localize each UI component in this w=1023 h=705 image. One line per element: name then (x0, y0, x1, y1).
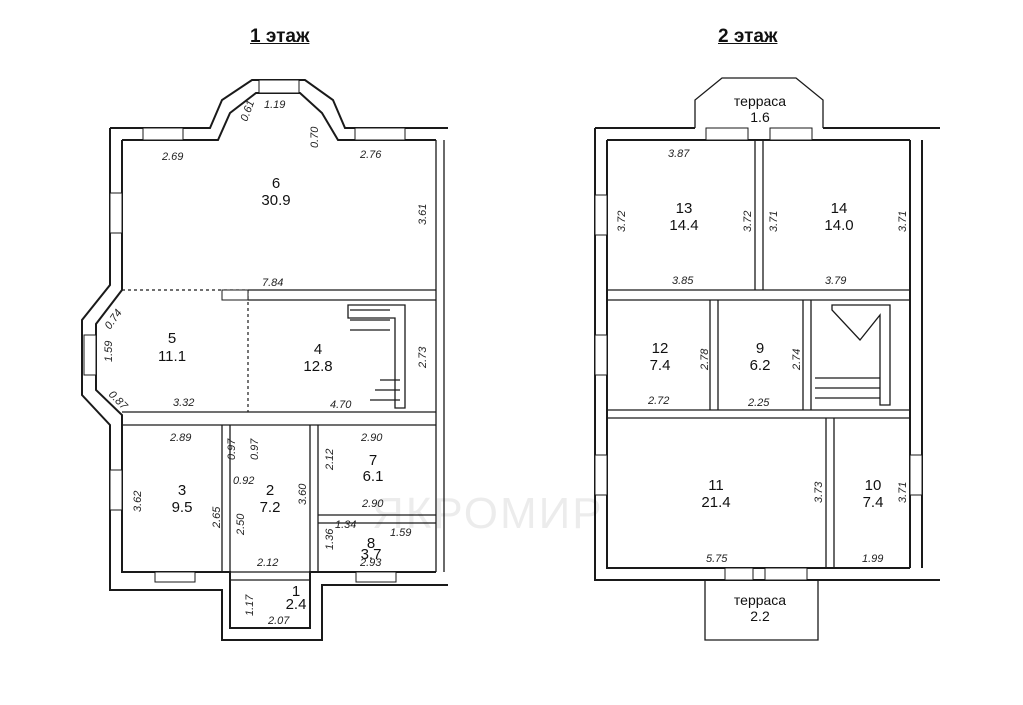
room-1-area: 2.4 (286, 596, 307, 613)
room-12-area: 7.4 (650, 357, 671, 374)
dim-label: 2.90 (360, 432, 383, 444)
room-4-number: 4 (314, 341, 322, 358)
room-12-number: 12 (652, 340, 669, 357)
floor-1-title: 1 этаж (250, 26, 310, 47)
dim-label: 2.89 (169, 432, 191, 444)
dim-label: 0.61 (239, 99, 258, 123)
terrace-top-area: 1.6 (750, 109, 770, 125)
room-8-number: 8 (367, 535, 375, 552)
floor-2-plan: 13 14.4 14 14.0 12 7.4 9 6.2 11 21.4 10 … (594, 77, 940, 641)
room-1-number: 1 (292, 583, 300, 600)
dim-label: 3.71 (768, 211, 780, 232)
dim-label: 2.74 (791, 349, 803, 371)
terrace-bottom-label: терраса (734, 592, 786, 608)
dim-label: 2.12 (256, 557, 278, 569)
room-14-area: 14.0 (824, 217, 853, 234)
dim-label: 2.50 (235, 513, 247, 536)
room-10-number: 10 (865, 477, 882, 494)
dim-label: 3.87 (668, 148, 690, 160)
room-10-area: 7.4 (863, 494, 884, 511)
room-8-area: 3.7 (361, 546, 382, 563)
dim-label: 0.97 (226, 438, 238, 460)
dim-label: 2.12 (324, 449, 336, 471)
room-3-number: 3 (178, 482, 186, 499)
room-9-area: 6.2 (750, 357, 771, 374)
dim-label: 2.25 (747, 397, 770, 409)
dim-label: 3.60 (297, 483, 309, 505)
dim-label: 7.84 (262, 277, 283, 289)
dim-label: 1.36 (324, 528, 336, 550)
room-13-area: 14.4 (669, 217, 698, 234)
dim-label: 0.97 (249, 438, 261, 460)
dim-label: 2.65 (211, 506, 223, 529)
dim-label: 1.99 (862, 553, 883, 565)
dim-label: 3.71 (897, 482, 909, 503)
dim-label: 3.73 (813, 481, 825, 503)
room-9-number: 9 (756, 340, 764, 357)
dim-label: 3.72 (742, 211, 754, 232)
dim-label: 5.75 (706, 553, 728, 565)
floor-2-title: 2 этаж (718, 26, 778, 47)
dim-label: 3.72 (616, 211, 628, 232)
dim-label: 2.76 (359, 149, 382, 161)
dim-label: 1.59 (390, 527, 411, 539)
room-7-area: 6.1 (363, 468, 384, 485)
room-11-area: 21.4 (701, 494, 730, 511)
watermark: ЯКРОМИР (372, 489, 604, 538)
room-7-number: 7 (369, 452, 377, 469)
dim-label: 2.78 (699, 348, 711, 371)
terrace-top-label: терраса (734, 93, 786, 109)
floor-1-plan: 6 30.9 5 11.1 4 12.8 3 9.5 2 7.2 7 6.1 8… (81, 79, 448, 641)
room-6-number: 6 (272, 175, 280, 192)
room-14-number: 14 (831, 200, 848, 217)
dim-label: 4.70 (330, 399, 352, 411)
room-4-area: 12.8 (303, 358, 332, 375)
dim-label: 1.19 (264, 99, 285, 111)
dim-label: 3.71 (897, 211, 909, 232)
dim-label: 2.73 (417, 346, 429, 369)
dim-label: 0.92 (233, 475, 254, 487)
dim-label: 3.61 (417, 204, 429, 225)
dim-label: 3.79 (825, 275, 846, 287)
room-3-area: 9.5 (172, 499, 193, 516)
room-6-area: 30.9 (261, 192, 290, 209)
dim-label: 1.34 (335, 519, 356, 531)
room-5-area: 11.1 (158, 348, 186, 365)
terrace-bottom-area: 2.2 (750, 608, 770, 624)
dim-label: 3.62 (132, 491, 144, 512)
room-5-number: 5 (168, 330, 176, 347)
room-11-number: 11 (708, 477, 724, 494)
dim-label: 3.85 (672, 275, 694, 287)
dim-label: 1.17 (244, 594, 256, 616)
dim-label: 1.59 (103, 341, 115, 362)
room-2-number: 2 (266, 482, 274, 499)
dim-label: 2.69 (161, 151, 183, 163)
dim-label: 0.87 (106, 389, 130, 413)
dim-label: 2.72 (647, 395, 669, 407)
dim-label: 2.07 (267, 615, 290, 627)
dim-label: 2.90 (361, 498, 384, 510)
dim-label: 2.93 (359, 557, 382, 569)
dim-label: 0.70 (309, 126, 321, 148)
room-13-number: 13 (676, 200, 693, 217)
room-2-area: 7.2 (260, 499, 281, 516)
dim-label: 3.32 (173, 397, 194, 409)
